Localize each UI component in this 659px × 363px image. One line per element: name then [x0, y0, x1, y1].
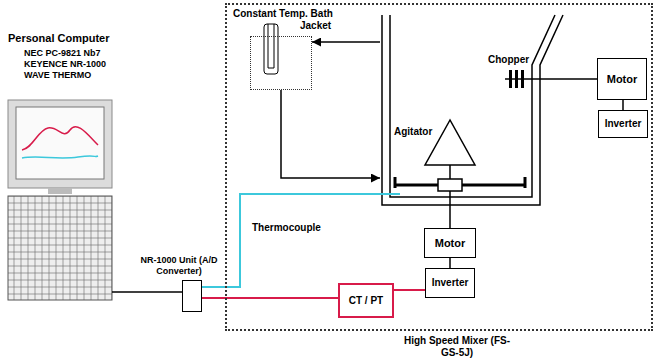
temp-bath: Constant Temp. Bath: [250, 36, 312, 90]
computer-drawing: [8, 100, 112, 300]
motor-box: Motor: [597, 58, 647, 100]
node-label: CT / PT: [349, 295, 383, 307]
jacket-pipe: [281, 90, 380, 178]
node-detail: NEC PC-9821 Nb7 KEYENCE NR-1000 WAVE THE…: [24, 48, 116, 81]
node-label: Inverter: [432, 277, 469, 289]
ad-converter-box: NR-1000 Unit (A/D Converter): [182, 280, 202, 312]
node-label: NR-1000 Unit (A/D Converter): [137, 255, 221, 277]
mixer-region: High Speed Mixer (FS-GS-5J)Constant Temp…: [225, 3, 653, 331]
edge-label: Thermocouple: [250, 222, 323, 234]
node-label: Motor: [607, 73, 638, 85]
part-label: Chopper: [488, 54, 529, 66]
thermocouple-wire: [202, 194, 380, 287]
mixer-vessel: Jacket: [380, 15, 565, 207]
motor-box: Motor: [424, 228, 476, 258]
signal-wire: [394, 289, 425, 291]
part-label: Agitator: [394, 126, 432, 138]
node-label: Jacket: [300, 20, 331, 32]
node-label: High Speed Mixer (FS-GS-5J): [397, 335, 517, 359]
data-cable: [112, 291, 182, 293]
signal-wire: [202, 297, 338, 299]
ct-pt-box: CT / PT: [338, 283, 394, 318]
jacket-pipe: [312, 41, 380, 43]
drive-shaft: [449, 207, 451, 228]
drive-shaft: [565, 78, 597, 80]
power-wire: [622, 100, 624, 110]
inverter-box: Inverter: [598, 110, 648, 138]
node-label: Motor: [435, 237, 466, 249]
inverter-box: Inverter: [425, 268, 475, 298]
power-wire: [449, 258, 451, 268]
bath-thermometer: [264, 24, 278, 74]
mixer-vessel-drawing: [380, 15, 565, 207]
node-label: Constant Temp. Bath: [233, 8, 333, 20]
node-label: Inverter: [605, 118, 642, 130]
personal-computer: Personal ComputerNEC PC-9821 Nb7 KEYENCE…: [8, 100, 112, 300]
node-label: Personal Computer: [8, 32, 109, 45]
